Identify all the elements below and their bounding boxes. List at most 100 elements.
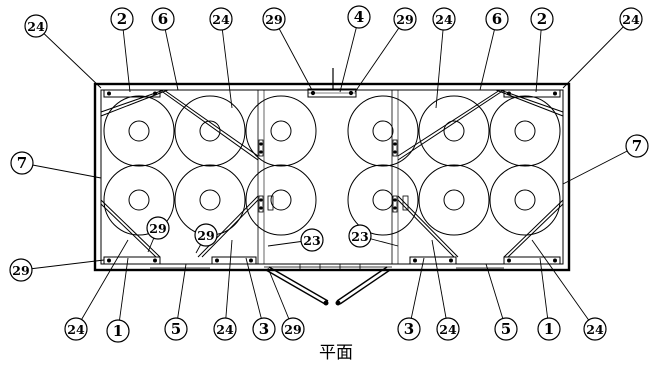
callout-24: 24: [213, 317, 237, 341]
roll-core: [514, 120, 536, 142]
callout-number: 29: [265, 12, 282, 27]
callout-number: 24: [435, 12, 453, 27]
roll-core: [514, 189, 536, 211]
callout-circle: [625, 134, 649, 158]
drawing-caption: 平面: [319, 343, 353, 363]
callout-4: 4: [347, 5, 371, 29]
callout-5: 5: [164, 317, 188, 341]
callout-2: 2: [110, 7, 134, 31]
leader-line: [121, 18, 131, 93]
roll-outline: [174, 95, 246, 167]
outer-frame: [93, 82, 571, 272]
leader-lines: [20, 16, 638, 332]
callout-24: 24: [432, 7, 456, 31]
leader-line: [531, 239, 596, 330]
swing-doors: [265, 266, 391, 306]
leader-line: [562, 145, 638, 185]
roll-outline: [347, 95, 419, 167]
callout-number: 29: [149, 221, 166, 236]
callout-number: 24: [67, 322, 85, 337]
leader-line: [273, 18, 313, 91]
callout-number: 5: [501, 320, 511, 338]
leader-line: [408, 257, 425, 330]
callout-number: 24: [586, 322, 604, 337]
roll: [103, 95, 175, 167]
roll-outline: [489, 95, 561, 167]
roll-core: [199, 189, 221, 211]
callout-number: 29: [396, 12, 413, 27]
callout-24: 24: [436, 317, 460, 341]
callout-circle: [347, 5, 371, 29]
callout-circle: [397, 317, 421, 341]
roll-core: [443, 189, 465, 211]
callout-circle: [300, 228, 324, 252]
callout-3: 3: [252, 317, 276, 341]
callout-24: 24: [619, 7, 643, 31]
callout-circle: [262, 7, 286, 31]
roll-core: [372, 120, 394, 142]
callout-circle: [64, 317, 88, 341]
callout-number: 2: [537, 10, 547, 28]
callout-circle: [619, 7, 643, 31]
callout-circle: [24, 14, 48, 38]
callout-circle: [432, 7, 456, 31]
callout-29: 29: [194, 223, 218, 247]
roll: [245, 95, 317, 167]
callout-number: 1: [544, 320, 554, 338]
callout-number: 7: [632, 137, 642, 155]
callout-circle: [348, 224, 372, 248]
callout-number: 24: [27, 19, 45, 34]
leader-line: [479, 18, 498, 91]
leader-line: [245, 257, 265, 330]
bottom-rail: [150, 264, 504, 270]
callout-29: 29: [281, 317, 305, 341]
leader-line: [562, 18, 632, 89]
roll-outline: [103, 164, 175, 236]
leader-line: [20, 259, 105, 271]
callout-circle: [9, 258, 33, 282]
center-partitions: [257, 90, 399, 264]
top-center-bracket: [307, 68, 357, 98]
roll-outline: [347, 164, 419, 236]
callout-29: 29: [146, 216, 170, 240]
callout-number: 6: [158, 10, 168, 28]
callout-number: 7: [17, 154, 27, 172]
callout-2: 2: [530, 7, 554, 31]
callout-7: 7: [625, 134, 649, 158]
callout-circle: [106, 319, 130, 343]
roll-outline: [103, 95, 175, 167]
roll: [418, 164, 490, 236]
leader-line: [75, 239, 129, 330]
leader-line: [354, 18, 406, 93]
roll-outline: [418, 95, 490, 167]
callout-23: 23: [300, 228, 324, 252]
callout-circle: [164, 317, 188, 341]
callout-number: 24: [216, 322, 234, 337]
callout-24: 24: [583, 317, 607, 341]
roll-grid: [103, 95, 561, 236]
callout-number: 29: [12, 263, 29, 278]
leader-line: [431, 239, 449, 330]
callout-circle: [436, 317, 460, 341]
roll: [174, 95, 246, 167]
callout-circle: [393, 7, 417, 31]
roll: [347, 95, 419, 167]
diagonal-braces: [100, 89, 564, 258]
callout-circle: [252, 317, 276, 341]
leader-line: [539, 257, 550, 330]
roll-outline: [245, 164, 317, 236]
callout-circle: [583, 317, 607, 341]
roll-outline: [489, 164, 561, 236]
callout-24: 24: [64, 317, 88, 341]
callout-7: 7: [10, 151, 34, 175]
callout-circle: [485, 7, 509, 31]
callout-29: 29: [9, 258, 33, 282]
callout-circle: [494, 317, 518, 341]
callout-circle: [209, 7, 233, 31]
corner-plates: [103, 89, 561, 265]
partition-hardware: [258, 139, 409, 213]
callout-number: 3: [404, 320, 414, 338]
roll-core: [372, 189, 394, 211]
roll: [418, 95, 490, 167]
leader-line: [339, 16, 360, 93]
